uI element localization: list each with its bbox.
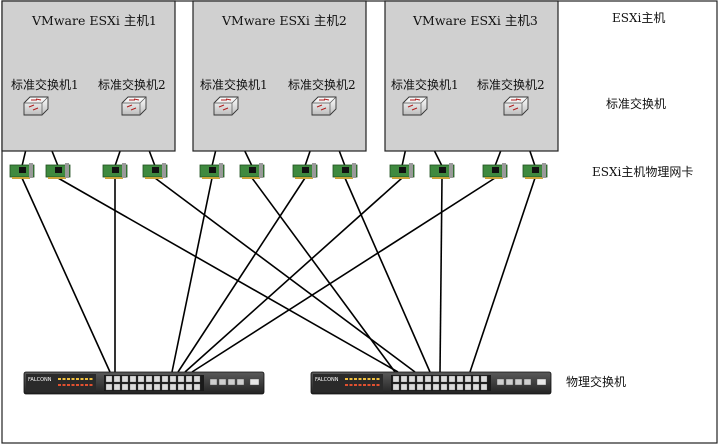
esxi-host-1: VMware ESXi 主机1 标准交换机1 标准交换机2: [1, 0, 176, 152]
vswitch-label: 标准交换机1: [200, 77, 268, 92]
nic-icon: [389, 163, 415, 179]
switch-brand-label: FALCONN: [28, 377, 52, 383]
vswitch-label: 标准交换机2: [288, 77, 356, 92]
nic-pswitch-link: [344, 177, 431, 373]
nic-icon: [9, 163, 35, 179]
physical-switch: FALCONN: [23, 371, 265, 395]
nic-icon: [522, 163, 548, 179]
vswitch-label: 标准交换机2: [477, 77, 545, 92]
nic-pswitch-link: [184, 177, 403, 373]
nic-pswitch-link: [171, 177, 213, 373]
nic-pswitch-link: [21, 177, 111, 373]
nic-icon: [429, 163, 455, 179]
vswitch-label: 标准交换机2: [98, 77, 166, 92]
nic-pswitch-link: [439, 177, 443, 373]
host-box: [1, 0, 176, 152]
nic-icon: [45, 163, 71, 179]
host-box: [384, 0, 559, 152]
nic-icons: [9, 163, 548, 179]
label-physical-switches: 物理交换机: [566, 374, 626, 389]
vswitch-label: 标准交换机1: [11, 77, 79, 92]
nic-icon: [332, 163, 358, 179]
connection-lines: [21, 115, 536, 373]
vswitch-icon: [121, 96, 147, 116]
vswitch-icon: [23, 96, 49, 116]
esxi-host-3: VMware ESXi 主机3 标准交换机1 标准交换机2: [384, 0, 559, 152]
nic-icon: [102, 163, 128, 179]
esxi-host-2: VMware ESXi 主机2 标准交换机1 标准交换机2: [192, 0, 367, 152]
label-esxi-hosts: ESXi主机: [612, 11, 665, 25]
vswitch-icons: [23, 96, 529, 116]
vswitch-label: 标准交换机1: [391, 77, 459, 92]
nic-icon: [239, 163, 265, 179]
nic-icon: [142, 163, 168, 179]
vswitch-icon: [311, 96, 337, 116]
nic-pswitch-link: [177, 177, 306, 373]
switch-brand-label: FALCONN: [315, 377, 339, 383]
host-title: VMware ESXi 主机3: [412, 13, 538, 28]
nic-icon: [482, 163, 508, 179]
nic-pswitch-link: [57, 177, 399, 373]
physical-switches: FALCONN FALCONN: [23, 371, 552, 395]
nic-icon: [292, 163, 318, 179]
vswitch-icon: [213, 96, 239, 116]
nic-pswitch-link: [251, 177, 396, 373]
nic-pswitch-link: [191, 177, 496, 373]
physical-switch: FALCONN: [310, 371, 552, 395]
host-title: VMware ESXi 主机2: [221, 13, 347, 28]
nic-icon: [199, 163, 225, 179]
nic-pswitch-link: [469, 177, 536, 373]
label-standard-switches: 标准交换机: [606, 96, 666, 111]
host-title: VMware ESXi 主机1: [31, 13, 157, 28]
host-box: [192, 0, 367, 152]
vswitch-icon: [503, 96, 529, 116]
label-physical-nics: ESXi主机物理网卡: [592, 165, 693, 179]
vswitch-icon: [402, 96, 428, 116]
